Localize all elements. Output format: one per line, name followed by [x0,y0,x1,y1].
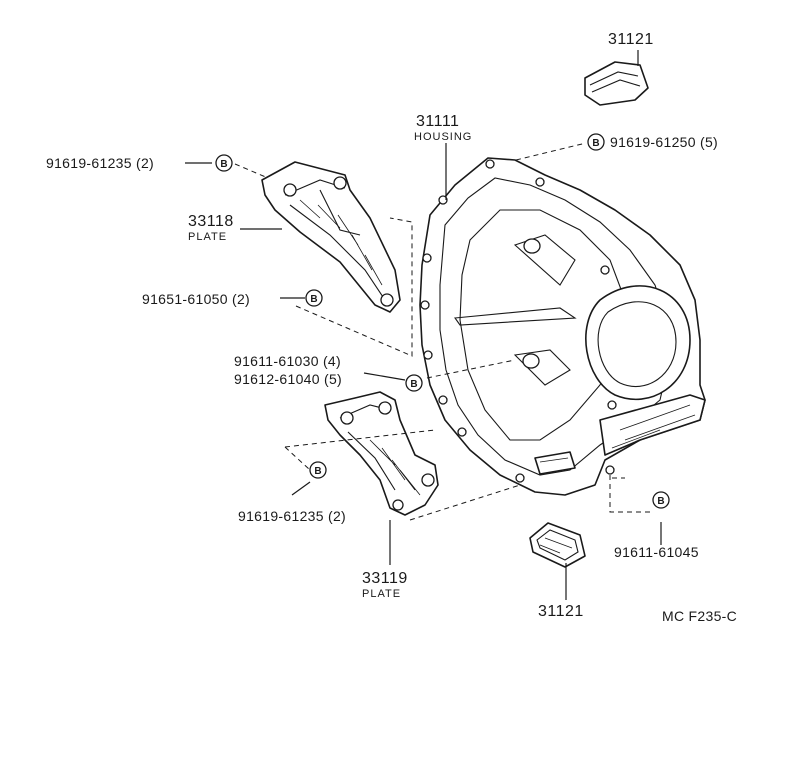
label-housing-name: HOUSING [414,131,472,143]
svg-text:B: B [314,466,321,477]
plate-33119 [324,391,439,516]
label-bolt-plate2: 91619-61235 (2) [238,508,346,524]
plate-33118 [261,161,401,313]
label-plate2-num: 33119 [362,570,408,587]
label-bolt-right: 91611-61045 [614,544,699,560]
label-plate2-name: PLATE [362,588,401,600]
label-bolt-mid-b: 91612-61040 (5) [234,371,342,387]
svg-text:B: B [310,294,317,305]
label-plug-bottom: 31121 [538,603,584,620]
plug-bottom [529,522,586,568]
diagram-code: MC F235-C [662,608,737,624]
clutch-housing [419,157,706,496]
label-bolt-housing-top: 91619-61250 (5) [610,134,718,150]
label-plate1-num: 33118 [188,213,234,230]
bolt-marker-mid: B [405,374,423,392]
bolt-marker-plate1-lower: B [305,289,323,307]
bolt-marker-plate2: B [309,461,327,479]
bolt-marker-right: B [652,491,670,509]
label-housing-num: 31111 [416,113,459,130]
leader-lines [185,50,662,600]
label-bolt-plate1-lower: 91651-61050 (2) [142,291,250,307]
label-plug-top: 31121 [608,31,654,48]
plug-top [584,61,649,106]
bolt-marker-top-right: B [587,133,605,151]
label-bolt-plate1: 91619-61235 (2) [46,155,154,171]
svg-text:B: B [220,159,227,170]
bolt-marker-plate1: B [215,154,233,172]
svg-text:B: B [410,379,417,390]
label-bolt-mid-a: 91611-61030 (4) [234,353,341,369]
svg-text:B: B [592,138,599,149]
svg-text:B: B [657,496,664,507]
label-plate1-name: PLATE [188,231,227,243]
